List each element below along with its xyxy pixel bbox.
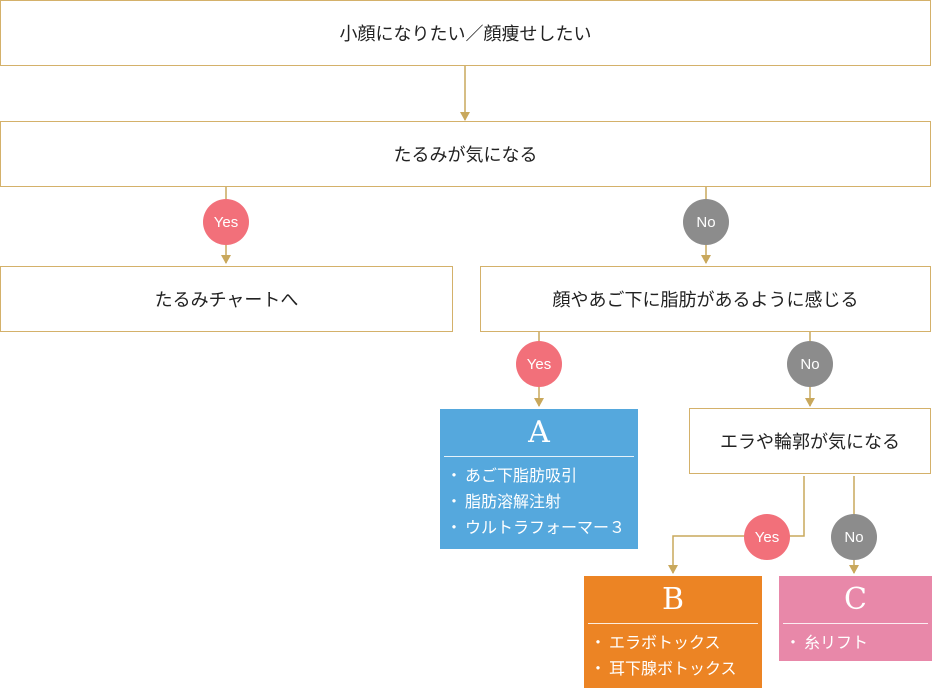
- list-item: ・脂肪溶解注射: [446, 492, 562, 511]
- list-item: ・エラボトックス: [590, 633, 721, 652]
- result-c-letter: C: [783, 576, 928, 624]
- list-item-label: あご下脂肪吸引: [465, 466, 578, 485]
- connector-jaw-to-b: [668, 476, 805, 574]
- node-sagging-chart: たるみチャートへ: [0, 266, 453, 332]
- list-item: ・糸リフト: [785, 633, 869, 652]
- node-jaw: エラや輪郭が気になる: [689, 408, 931, 474]
- result-a-list: ・あご下脂肪吸引 ・脂肪溶解注射 ・ウルトラフォーマー３: [440, 457, 638, 541]
- list-item-label: 耳下腺ボトックス: [609, 659, 737, 678]
- yes-badge-jaw: Yes: [744, 514, 790, 560]
- result-a-letter: A: [444, 409, 634, 457]
- list-item: ・耳下腺ボトックス: [590, 659, 737, 678]
- result-b-list: ・エラボトックス ・耳下腺ボトックス: [584, 624, 762, 682]
- list-item-label: 糸リフト: [804, 633, 869, 652]
- node-sagging: たるみが気になる: [0, 121, 931, 187]
- yes-badge-fat: Yes: [516, 341, 562, 387]
- list-item-label: エラボトックス: [609, 633, 721, 652]
- list-item: ・あご下脂肪吸引: [446, 466, 578, 485]
- list-item: ・ウルトラフォーマー３: [446, 518, 626, 537]
- result-b-letter: B: [588, 576, 758, 624]
- node-fat: 顔やあご下に脂肪があるように感じる: [480, 266, 931, 332]
- list-item-label: 脂肪溶解注射: [465, 492, 562, 511]
- list-item-label: ウルトラフォーマー３: [465, 518, 626, 537]
- no-badge-fat: No: [787, 341, 833, 387]
- yes-badge-sagging: Yes: [203, 199, 249, 245]
- result-c: C ・糸リフト: [779, 576, 932, 661]
- node-top: 小顔になりたい／顔痩せしたい: [0, 0, 931, 66]
- result-b: B ・エラボトックス ・耳下腺ボトックス: [584, 576, 762, 688]
- result-c-list: ・糸リフト: [779, 624, 932, 656]
- no-badge-sagging: No: [683, 199, 729, 245]
- no-badge-jaw: No: [831, 514, 877, 560]
- result-a: A ・あご下脂肪吸引 ・脂肪溶解注射 ・ウルトラフォーマー３: [440, 409, 638, 549]
